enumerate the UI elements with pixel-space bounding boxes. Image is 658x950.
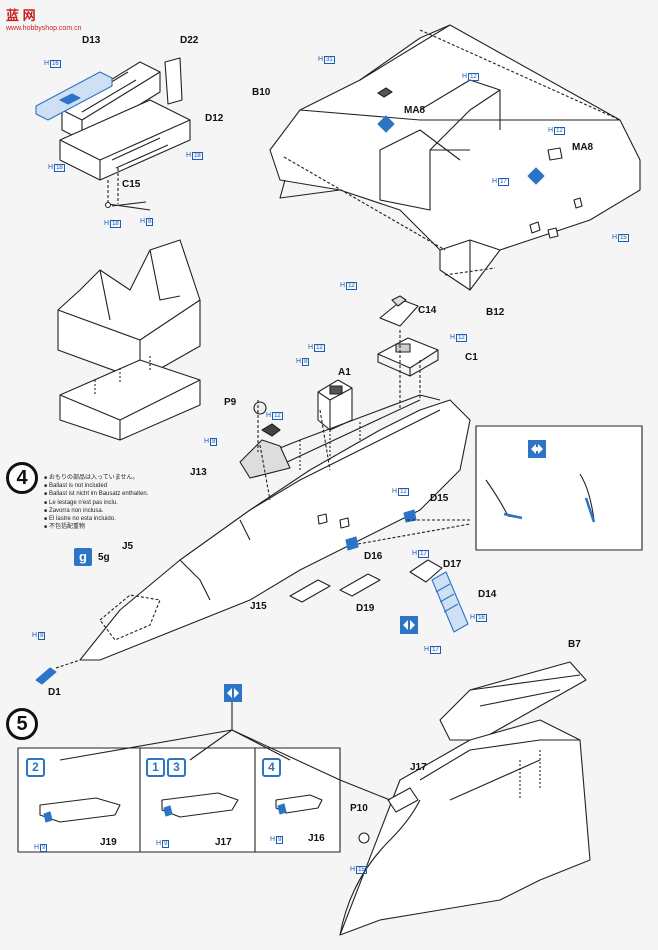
part-label: D12 [205,113,224,124]
part-label: J19 [100,837,117,848]
part-label: B12 [486,307,505,318]
ballast-note: おもりの部品は入っていません。 Ballast is not included … [44,474,148,531]
ballast-note-line: おもりの部品は入っていません。 [44,474,148,482]
part-label: D1 [48,687,61,698]
step-number-4: 4 [6,462,38,494]
part-label: D17 [443,559,462,570]
ballast-note-line: El lastre no esta incluido. [44,515,148,523]
part-label: J13 [190,467,207,478]
ballast-note-line: Ballast ist nicht im Bausatz enthalten. [44,490,148,498]
part-label: J17 [410,762,427,773]
part-label: P10 [350,803,368,814]
part-label: D14 [478,589,497,600]
part-label: J5 [122,541,134,552]
ballast-weight: 5g [98,552,110,563]
part-label: D22 [180,35,199,46]
variant-badge: 2 [26,758,45,777]
part-label: B10 [252,87,271,98]
variant-badge: 3 [167,758,186,777]
aft-fuselage [339,661,591,936]
part-label: D15 [430,493,449,504]
weight-icon: g [74,548,92,566]
part-label: C14 [418,305,437,316]
seat-tub-left [57,239,201,441]
part-label: MA8 [404,105,426,116]
variant-badge: 1 [146,758,165,777]
variant-badge: 4 [262,758,281,777]
watermark-url: www.hobbyshop.com.cn [6,25,82,32]
part-label: B7 [568,639,581,650]
ballast-note-line: Ballast is not included [44,482,148,490]
seat-rail-assembly [35,57,191,211]
part-label: J16 [308,833,325,844]
ballast-note-line: Le lestage n'est pas inclu. [44,499,148,507]
part-label: J17 [215,837,232,848]
part-label: J15 [250,601,267,612]
part-label: A1 [338,367,351,378]
part-label: P9 [224,397,237,408]
part-label: C1 [465,352,478,363]
cockpit-tub-b10 [269,24,641,291]
step-number-5: 5 [6,708,38,740]
part-label: C15 [122,179,141,190]
part-label: D19 [356,603,375,614]
ballast-note-line: Zavorra non inclusa. [44,507,148,515]
ballast-note-line: 不包括配重物 [44,523,148,531]
part-label: D16 [364,551,383,562]
watermark-logo: 蓝 网 www.hobbyshop.com.cn [6,8,82,32]
part-label: D13 [82,35,101,46]
forward-fuselage [79,394,471,661]
part-label: MA8 [572,142,594,153]
